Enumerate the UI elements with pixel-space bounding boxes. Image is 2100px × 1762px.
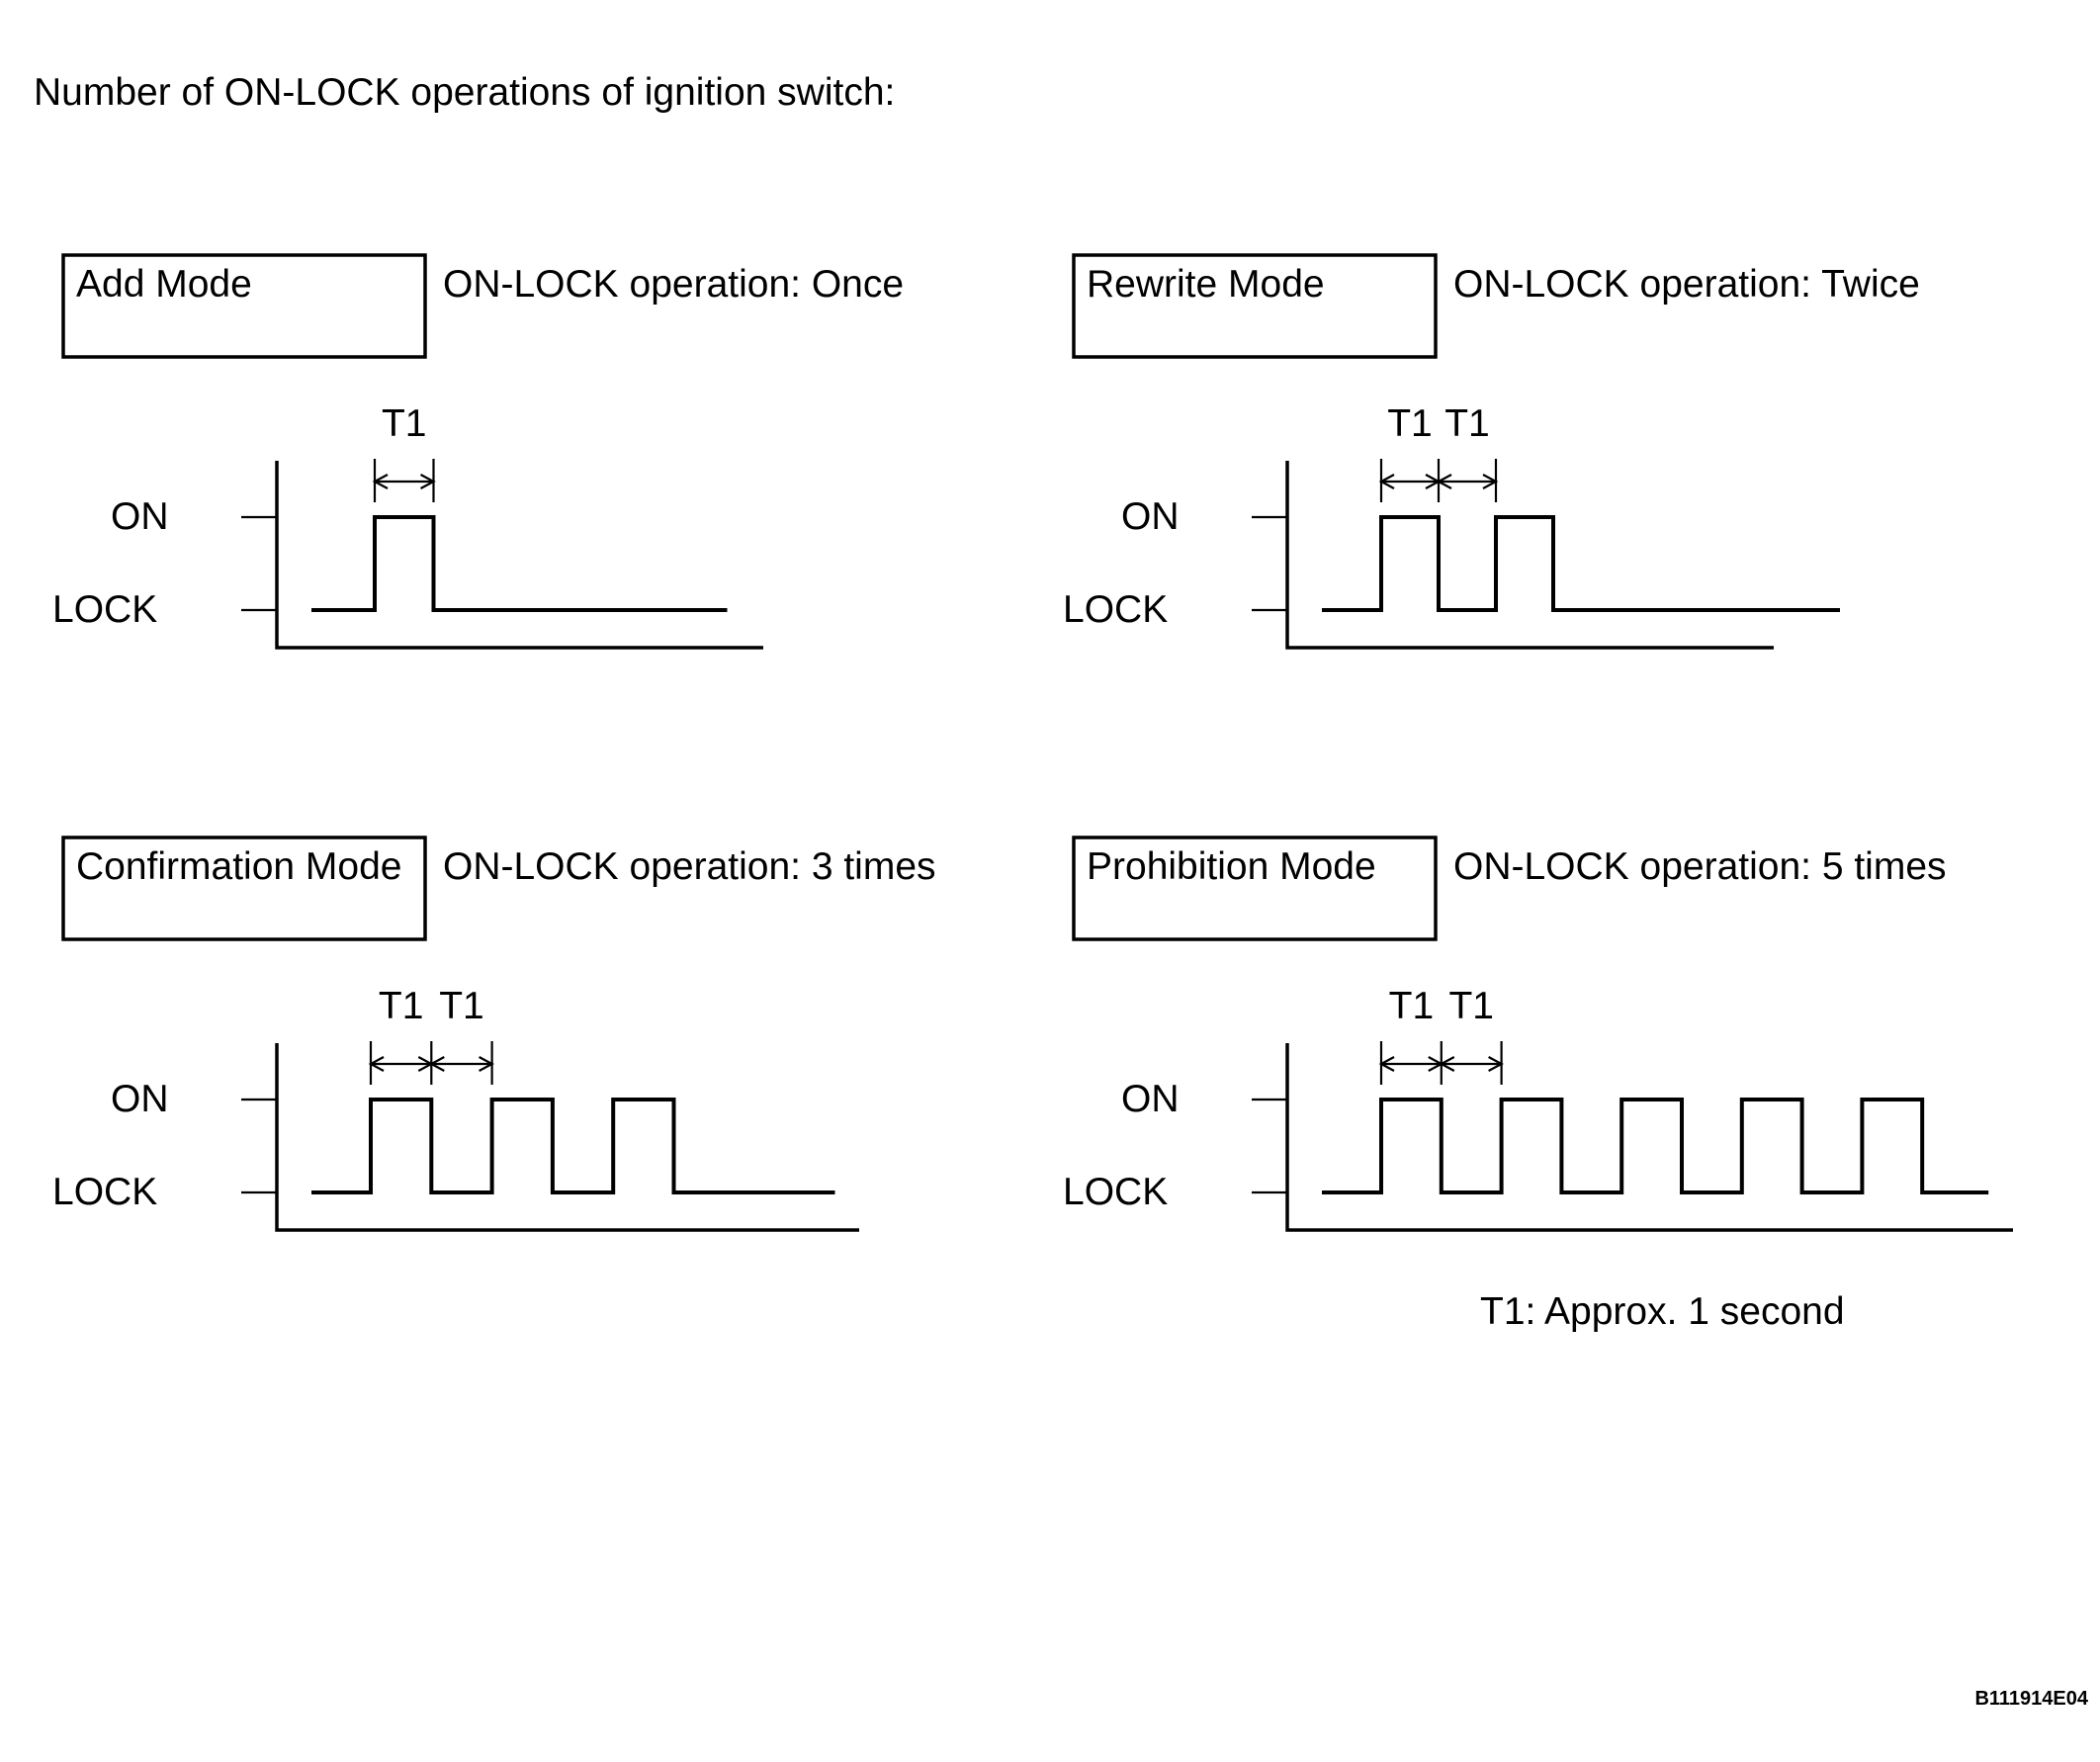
ignition-waveform bbox=[311, 1098, 835, 1194]
ignition-waveform bbox=[311, 515, 728, 612]
mode-panel-prohibition-mode: Prohibition Mode ON-LOCK operation: 5 tim… bbox=[1063, 836, 2013, 1232]
t1-arrowhead-left bbox=[372, 474, 389, 489]
mode-label: Prohibition Mode bbox=[1087, 845, 1376, 888]
ignition-waveform bbox=[1322, 1098, 1989, 1194]
t1-arrowhead-left bbox=[1439, 1056, 1455, 1072]
mode-box bbox=[1072, 836, 1438, 941]
operation-label: ON-LOCK operation: Twice bbox=[1453, 263, 1920, 306]
t1-arrowhead-left bbox=[428, 1056, 445, 1072]
mode-label: Rewrite Mode bbox=[1087, 263, 1325, 306]
axis bbox=[1285, 1043, 2013, 1232]
axis bbox=[275, 1043, 859, 1232]
t1-label: T1 bbox=[379, 985, 424, 1027]
t1-label: T1 bbox=[1448, 985, 1494, 1027]
mode-panel-confirmation-mode: Confirmation Mode ON-LOCK operation: 3 ti… bbox=[52, 836, 936, 1232]
mode-label: Add Mode bbox=[76, 263, 252, 306]
mode-box bbox=[1072, 253, 1438, 359]
figure-code: B111914E04 bbox=[1974, 1688, 2088, 1710]
on-level-label: ON bbox=[1121, 495, 1180, 538]
lock-level-label: LOCK bbox=[1063, 588, 1168, 631]
axis bbox=[1285, 461, 1774, 650]
lock-level-label: LOCK bbox=[52, 588, 157, 631]
t1-arrowhead-right bbox=[419, 474, 436, 489]
operation-label: ON-LOCK operation: 3 times bbox=[443, 845, 936, 888]
t1-arrowhead-left bbox=[1378, 474, 1395, 489]
mode-label: Confirmation Mode bbox=[76, 845, 401, 888]
t1-label: T1 bbox=[439, 985, 484, 1027]
t1-label: T1 bbox=[382, 402, 427, 445]
t1-arrowhead-left bbox=[1436, 474, 1452, 489]
lock-level-label: LOCK bbox=[1063, 1171, 1168, 1213]
diagram-title: Number of ON-LOCK operations of ignition… bbox=[34, 71, 895, 114]
t1-arrowhead-right bbox=[1488, 1056, 1504, 1072]
on-level-label: ON bbox=[111, 495, 169, 538]
axis bbox=[275, 461, 763, 650]
mode-box bbox=[61, 253, 427, 359]
t1-arrowhead-right bbox=[479, 1056, 494, 1072]
t1-note: T1: Approx. 1 second bbox=[1480, 1290, 1845, 1333]
t1-arrowhead-left bbox=[1378, 1056, 1395, 1072]
ignition-waveform bbox=[1322, 515, 1840, 612]
t1-label: T1 bbox=[1444, 402, 1490, 445]
on-level-label: ON bbox=[111, 1078, 169, 1120]
t1-label: T1 bbox=[1389, 985, 1435, 1027]
on-level-label: ON bbox=[1121, 1078, 1180, 1120]
operation-label: ON-LOCK operation: Once bbox=[443, 263, 904, 306]
t1-arrowhead-left bbox=[368, 1056, 385, 1072]
t1-label: T1 bbox=[1387, 402, 1433, 445]
mode-box bbox=[61, 836, 427, 941]
operation-label: ON-LOCK operation: 5 times bbox=[1453, 845, 1947, 888]
lock-level-label: LOCK bbox=[52, 1171, 157, 1213]
t1-arrowhead-right bbox=[1482, 474, 1499, 489]
